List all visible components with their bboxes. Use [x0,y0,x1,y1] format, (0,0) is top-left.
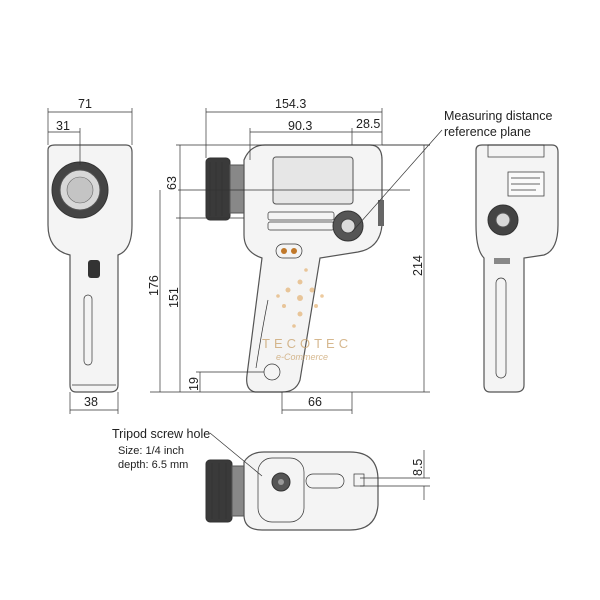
watermark-logo [276,268,324,328]
bottom-view [205,451,379,531]
dim-side-ref-to-back: 28.5 [356,117,380,131]
watermark-brand: TECOTEC [262,336,352,351]
dim-side-total-height: 214 [411,255,425,276]
dim-front-offset: 31 [56,119,70,133]
side-view [205,144,384,393]
watermark-sub: e-Commerce [276,352,328,362]
back-view [475,144,559,393]
dim-side-grip-height: 176 [147,275,161,296]
dim-side-head-height: 63 [165,176,179,190]
dim-side-body-height: 151 [167,287,181,308]
dim-bottom-offset: 8.5 [411,459,425,476]
tripod-size: Size: 1/4 inch [118,445,184,457]
dim-front-width: 71 [78,97,92,111]
watermark: TECOTEC e-Commerce [262,268,352,362]
side-dimensions: 154.3 90.3 28.5 63 176 151 19 66 214 [147,97,443,414]
side-display [272,156,354,205]
dim-side-ref-to-front: 90.3 [288,119,312,133]
dim-side-grip-depth: 66 [308,395,322,409]
tripod-depth: depth: 6.5 mm [118,459,188,471]
dim-side-total-length: 154.3 [275,97,306,111]
tripod-title: Tripod screw hole [112,427,210,441]
dim-side-tripod-offset: 19 [187,377,201,391]
ref-plane-label-2: reference plane [444,125,531,139]
dim-front-grip-width: 38 [84,395,98,409]
bottom-dimensions: 8.5 [209,432,430,500]
front-dimensions: 71 31 38 [47,97,133,414]
front-view [47,144,133,393]
ref-plane-label-1: Measuring distance [444,109,552,123]
